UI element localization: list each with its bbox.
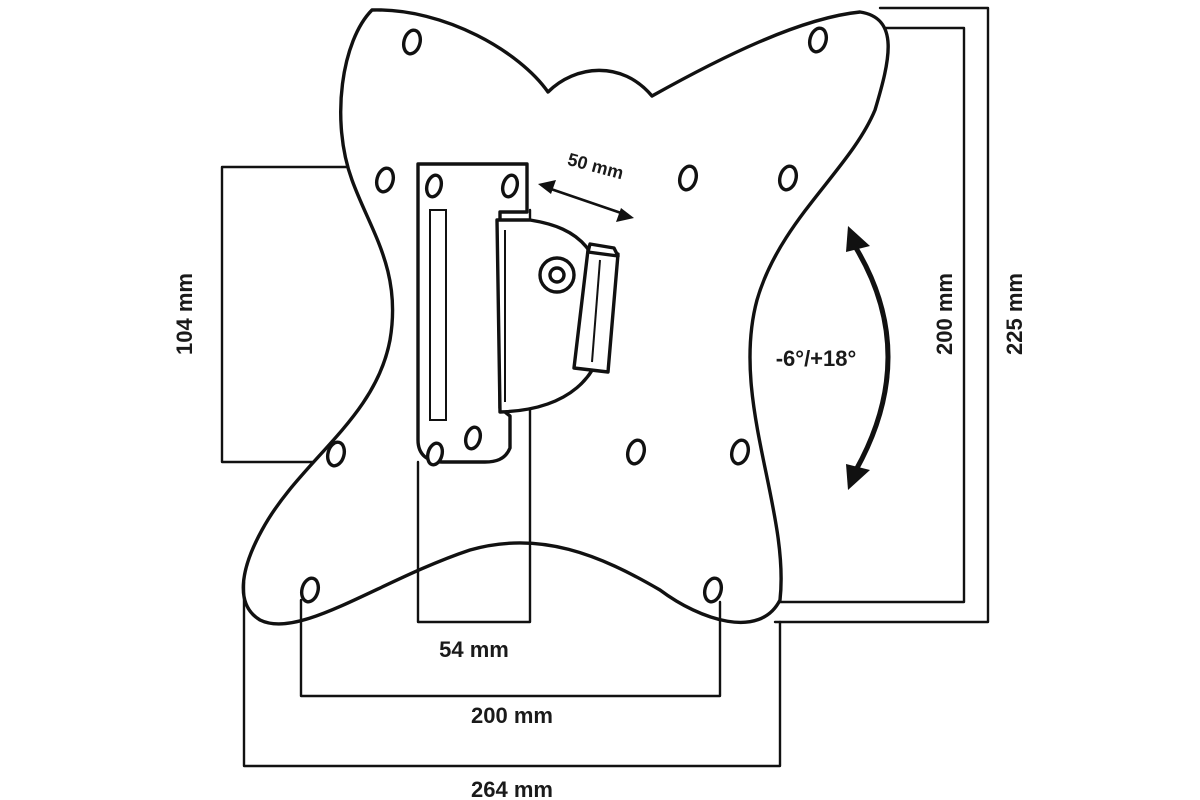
overall-width-label: 264 mm	[471, 777, 553, 800]
vesa-height-bracket-line	[718, 26, 966, 604]
slide-distance-arrow	[538, 180, 634, 222]
tilt-handle-inner	[591, 259, 601, 363]
overall-width-bracket-line	[242, 580, 782, 768]
pivot-bolt-center	[548, 266, 566, 284]
vesa-width-label: 200 mm	[471, 703, 553, 728]
bracket-width-label: 54 mm	[439, 637, 509, 662]
hole-bracket-bottom-mid	[463, 425, 483, 451]
hole-top-right	[807, 26, 829, 54]
vesa-width-bracket-line	[299, 598, 722, 698]
overall-height-label: 225 mm	[1002, 273, 1027, 355]
hole-bracket-bottom-left	[425, 441, 445, 467]
hole-bracket-top-left	[424, 173, 444, 199]
hole-upper-left	[374, 166, 396, 194]
hole-bottom-right	[702, 576, 724, 604]
hole-bracket-top-right	[500, 173, 520, 199]
hole-lower-right	[729, 438, 751, 466]
tilt-arrow	[846, 226, 891, 490]
tilt-handle-cap	[586, 242, 620, 258]
tilt-range-label: -6°/+18°	[776, 346, 857, 371]
overall-height-bracket-line	[773, 6, 990, 624]
bracket-height-label: 104 mm	[172, 273, 197, 355]
hole-upper-right	[777, 164, 799, 192]
hole-lower-center	[625, 438, 647, 466]
hole-upper-center	[677, 164, 699, 192]
hole-lower-left	[325, 440, 347, 468]
hole-bottom-left	[299, 576, 321, 604]
hole-top-left	[401, 28, 423, 56]
bracket-slot	[429, 209, 447, 421]
vesa-height-label: 200 mm	[932, 273, 957, 355]
bracket-width-frame	[416, 208, 532, 624]
